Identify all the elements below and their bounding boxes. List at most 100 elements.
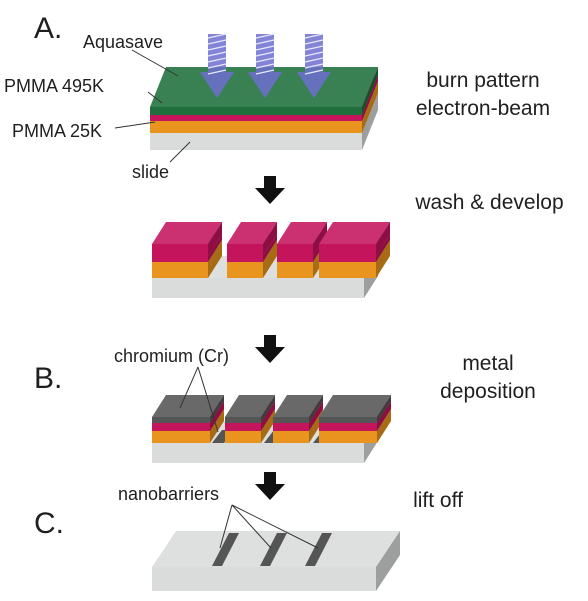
- caption-burn-pattern: burn pattern: [426, 69, 540, 92]
- beam-hatch: [255, 33, 275, 39]
- coated-pillar-pmma-495k-side: [377, 401, 391, 431]
- beam-hatch: [207, 33, 227, 39]
- pmma-25k-layer-front: [150, 121, 362, 133]
- resist-pillar-pmma-25k-side: [208, 240, 222, 278]
- resist-pillar-pmma-495k-upper-side: [376, 222, 390, 256]
- coated-pillar-pmma-25k-side: [261, 409, 275, 443]
- coated-pillar-chromium-cap: [273, 395, 323, 423]
- resist-pillar-pmma-25k-side: [263, 240, 277, 278]
- slide-with-nanobarriers: [152, 531, 400, 591]
- beam-hatch: [304, 51, 324, 57]
- coated-pillar-pmma-495k-front: [273, 423, 309, 431]
- down-arrow-shape: [255, 472, 285, 500]
- resist-pillar-pmma-25k-front: [319, 262, 376, 278]
- beam-hatch: [304, 33, 324, 39]
- step-a-label: A.: [34, 12, 63, 45]
- resist-pillar-pmma-495k-upper-top: [152, 222, 222, 244]
- resist-pillar-pmma-495k-upper: [227, 222, 277, 256]
- nanobarrier-leader-2: [231, 504, 272, 549]
- stack-metal-deposition: [152, 395, 391, 463]
- chromium-leaders: [179, 366, 219, 433]
- slide-layer-side: [376, 531, 400, 591]
- pmma-25k-layer-side: [362, 81, 378, 133]
- resist-pillar-pmma-495k-upper-side: [263, 222, 277, 256]
- chromium-label: chromium (Cr): [114, 346, 229, 366]
- beam-hatch: [255, 39, 275, 45]
- resist-pillar-pmma-25k-side: [376, 240, 390, 278]
- resist-pillar-pmma-495k-upper-top: [277, 222, 327, 244]
- nanobarrier-leader-3: [231, 504, 319, 549]
- resist-pillar-pmma-495k-front: [227, 256, 263, 262]
- resist-pillar-pmma-495k-upper-front: [319, 244, 376, 256]
- slide-layer-front: [152, 443, 364, 463]
- pmma-495k-label: PMMA 495K: [4, 76, 105, 96]
- slide-layer: [152, 531, 400, 591]
- coated-pillar-chromium-cap: [319, 395, 391, 423]
- caption-deposition: deposition: [440, 380, 536, 403]
- pmma-495k-layer-front: [150, 115, 362, 121]
- resist-pillar-pmma-25k-front: [152, 262, 208, 278]
- coated-pillar-chromium-cap-side: [261, 395, 275, 423]
- down-arrow-shape: [255, 176, 285, 204]
- coated-pillar-chromium-cap-front: [152, 417, 210, 423]
- resist-pillar-pmma-495k-side: [263, 234, 277, 262]
- electron-beam-arrow-icon: [297, 33, 331, 98]
- slide-layer-front: [150, 133, 362, 150]
- nanobarrier-leader-1: [219, 504, 233, 549]
- pmma-495k-leader: [147, 91, 163, 104]
- aquasave-layer-front: [150, 107, 362, 115]
- beam-hatch: [304, 63, 324, 69]
- caption-electron-beam: electron-beam: [415, 97, 551, 120]
- caption-wash-develop: wash & develop: [415, 191, 564, 214]
- step-c-label: C.: [34, 507, 64, 540]
- coated-pillar-pmma-495k-side: [210, 401, 224, 431]
- down-arrow-icon: [255, 176, 285, 204]
- coated-pillar-chromium-cap: [225, 395, 275, 423]
- nanobarrier: [212, 533, 239, 566]
- resist-pillar-pmma-495k-upper-front: [227, 244, 263, 256]
- beam-hatch: [304, 57, 324, 63]
- beam-hatch: [255, 57, 275, 63]
- beam-hatch: [304, 69, 324, 75]
- resist-pillar-pmma-495k-upper: [319, 222, 390, 256]
- coated-pillar-pmma-495k-side: [261, 401, 275, 431]
- beam-hatch: [207, 57, 227, 63]
- pmma-495k-layer-side: [362, 75, 378, 121]
- coated-pillar-chromium-cap-side: [377, 395, 391, 423]
- beam-hatch: [255, 63, 275, 69]
- coated-pillar-chromium-cap-top: [152, 395, 224, 417]
- caption-lift-off: lift off: [413, 489, 463, 512]
- resist-pillar-pmma-495k-upper: [277, 222, 327, 256]
- beam-hatch: [255, 51, 275, 57]
- coated-pillar-chromium-cap-top: [273, 395, 323, 417]
- electron-beam-arrow-icon: [200, 33, 234, 98]
- coated-pillar-pmma-25k-side: [210, 409, 224, 443]
- resist-pillar-pmma-25k-front: [277, 262, 313, 278]
- coated-pillar-pmma-25k-front: [319, 431, 377, 443]
- resist-pillar-pmma-25k-front: [227, 262, 263, 278]
- beam-hatch: [207, 63, 227, 69]
- beam-hatch: [255, 69, 275, 75]
- nanobarriers-label: nanobarriers: [118, 484, 220, 504]
- resist-pillar-pmma-495k-upper-top: [227, 222, 277, 244]
- beam-hatch: [207, 69, 227, 75]
- down-arrow-shape: [255, 335, 285, 363]
- coated-pillar-pmma-495k-front: [225, 423, 261, 431]
- resist-pillar-pmma-495k-upper-side: [313, 222, 327, 256]
- coated-pillar-chromium-cap-side: [309, 395, 323, 423]
- beam-hatch: [207, 45, 227, 51]
- coated-pillar-chromium-cap-front: [319, 417, 377, 423]
- pmma-25k-label: PMMA 25K: [12, 121, 103, 141]
- coated-pillar-pmma-25k-front: [152, 431, 210, 443]
- caption-metal: metal: [462, 352, 514, 375]
- resist-pillar-pmma-495k-upper-side: [208, 222, 222, 256]
- aquasave-leader: [131, 49, 179, 77]
- beam-hatch: [207, 51, 227, 57]
- resist-pillar-pmma-495k-front: [152, 256, 208, 262]
- nanobarrier: [260, 533, 287, 566]
- down-arrow-icon: [255, 335, 285, 363]
- slide-layer-front: [152, 278, 364, 298]
- coated-pillar-pmma-495k-front: [152, 423, 210, 431]
